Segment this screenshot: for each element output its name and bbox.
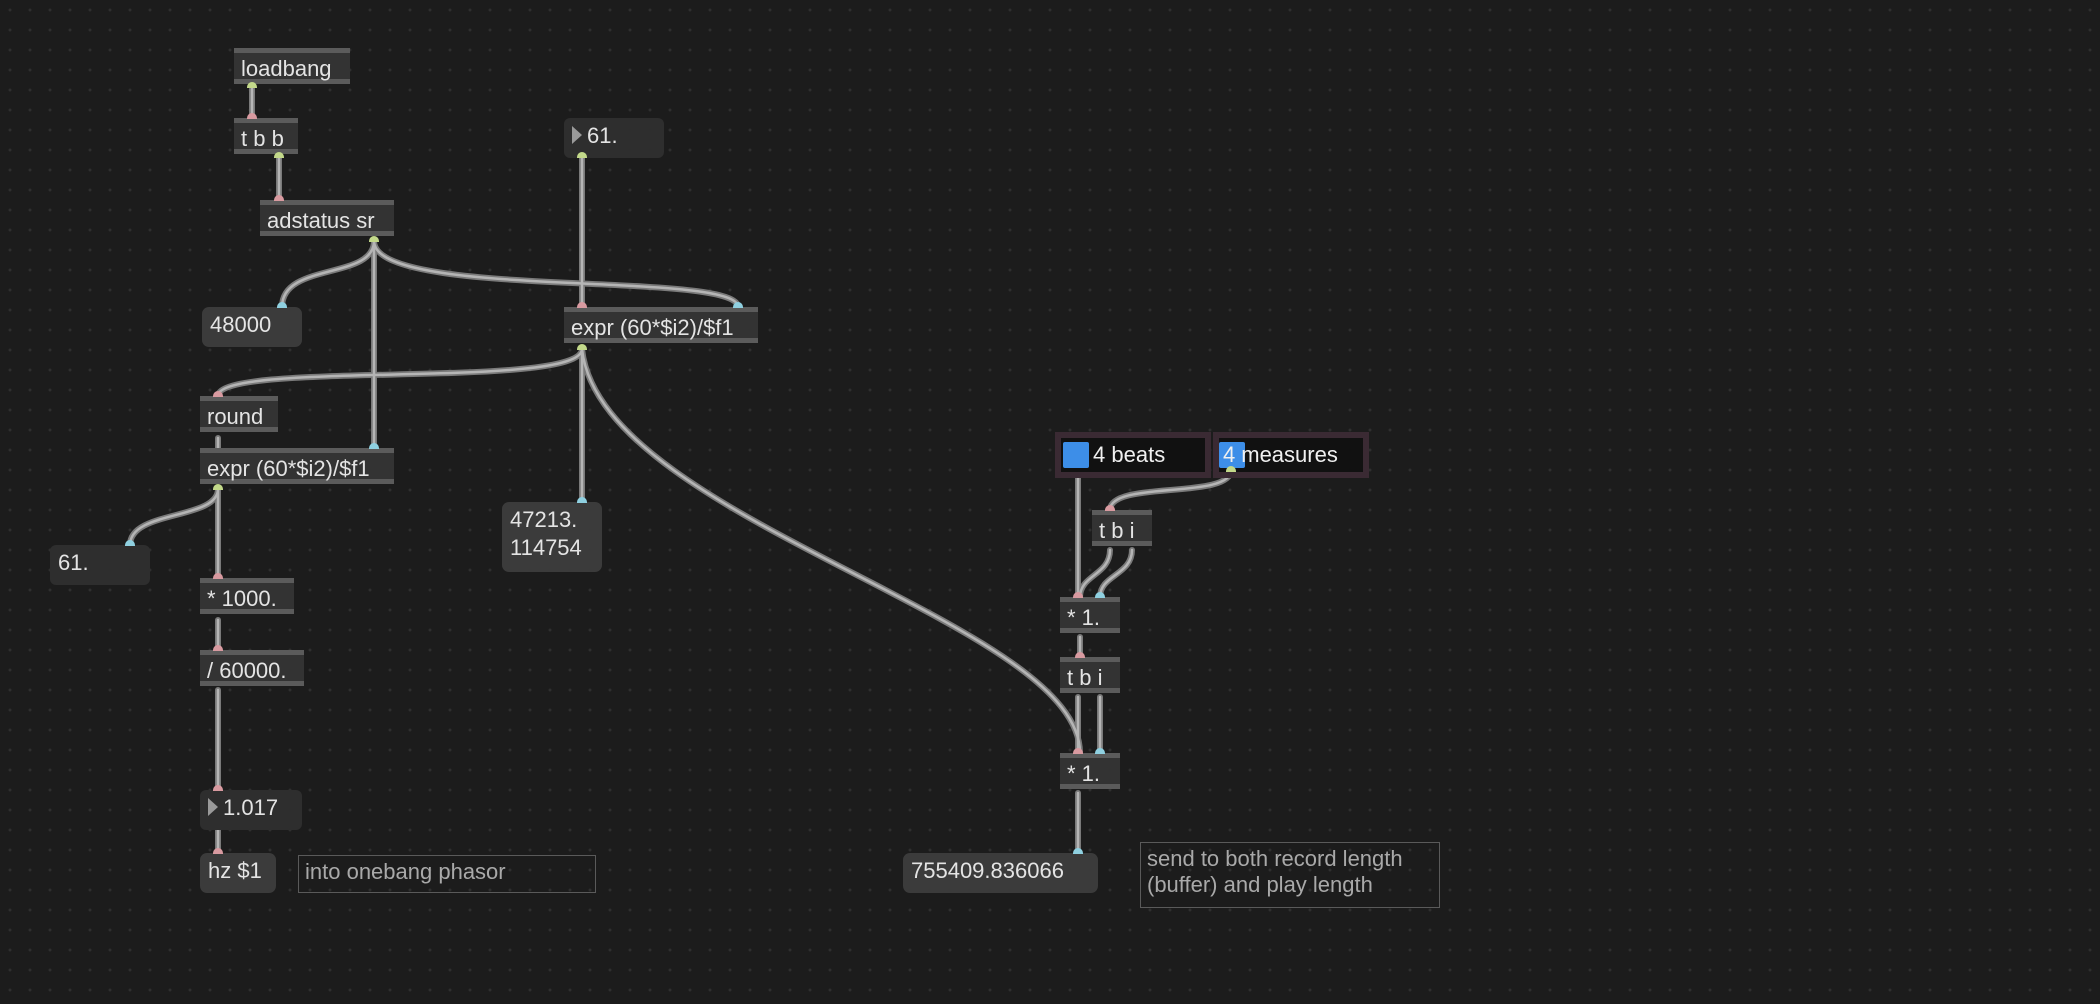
object-expr-bpm-left[interactable]: expr (60*$i2)/$f1 (200, 448, 394, 484)
outlet-port[interactable] (577, 152, 587, 158)
cord-expr-top-mul-bottom (579, 346, 1083, 756)
object-trigger-bb[interactable]: t b b (234, 118, 298, 154)
inlet-port[interactable] (1073, 748, 1083, 754)
outlet-port[interactable] (213, 484, 223, 490)
inlet-port[interactable] (213, 785, 223, 791)
outlet-port[interactable] (247, 82, 257, 88)
object-trigger-bi-top[interactable]: t b i (1092, 510, 1152, 546)
inlet-port[interactable] (1073, 848, 1083, 854)
inlet-port[interactable] (213, 848, 223, 854)
cord-expr-top-round (215, 346, 585, 399)
object-multiply-1000[interactable]: * 1000. (200, 578, 294, 614)
message-total-length[interactable]: 755409.836066 (903, 853, 1098, 893)
outlet-port[interactable] (1226, 466, 1236, 472)
inlet-port[interactable] (274, 195, 284, 201)
outlet-port[interactable] (369, 236, 379, 242)
object-adstatus-sr[interactable]: adstatus sr (260, 200, 394, 236)
toggle-beats[interactable]: 4 beats (1055, 432, 1211, 478)
send-note-line1: send to both record length (1147, 846, 1403, 871)
object-divide-60000[interactable]: / 60000. (200, 650, 304, 686)
message-hz[interactable]: hz $1 (200, 853, 276, 893)
inlet-port[interactable] (1105, 505, 1115, 511)
inlet-port[interactable] (213, 573, 223, 579)
number-bpm-output-value: 61. (58, 550, 89, 575)
number-bpm-input[interactable]: 61. (564, 118, 664, 158)
toggle-measures-checkbox-icon[interactable] (1219, 442, 1245, 468)
outlet-port[interactable] (274, 152, 284, 158)
object-trigger-bi-bottom[interactable]: t b i (1060, 657, 1120, 693)
samples-value-line2: 114754 (510, 535, 582, 560)
inlet-port[interactable] (577, 497, 587, 503)
inlet-port[interactable] (369, 443, 379, 449)
outlet-port[interactable] (577, 344, 587, 350)
inlet-port[interactable] (577, 302, 587, 308)
object-multiply-top[interactable]: * 1. (1060, 597, 1120, 633)
message-samples-value[interactable]: 47213. 114754 (502, 502, 602, 572)
inlet-port[interactable] (1075, 652, 1085, 658)
inlet-port[interactable] (1073, 592, 1083, 598)
toggle-beats-text: 4 beats (1093, 442, 1166, 467)
cord-tbi-mul-top-b (1097, 547, 1135, 600)
toggle-beats-checkbox-icon[interactable] (1063, 442, 1089, 468)
object-multiply-bottom[interactable]: * 1. (1060, 753, 1120, 789)
number-bpm-output[interactable]: 61. (50, 545, 150, 585)
number-hz-value: 1.017 (223, 795, 279, 820)
number-triangle-icon (208, 798, 218, 816)
number-hz[interactable]: 1.017 (200, 790, 302, 830)
cord-expr-left-bpm-out (127, 486, 221, 548)
comment-onebang-phasor: into onebang phasor (298, 855, 596, 893)
number-triangle-icon (572, 126, 582, 144)
cord-tbi-mul-top-a (1077, 547, 1113, 600)
cord-adstatus-48000 (279, 238, 377, 310)
object-expr-bpm-top[interactable]: expr (60*$i2)/$f1 (564, 307, 758, 343)
inlet-port[interactable] (277, 302, 287, 308)
object-round[interactable]: round (200, 396, 278, 432)
number-bpm-input-value: 61. (587, 123, 618, 148)
object-loadbang[interactable]: loadbang (234, 48, 350, 84)
cord-adstatus-expr-top (371, 238, 741, 310)
inlet-port[interactable] (247, 113, 257, 119)
inlet-port[interactable] (213, 391, 223, 397)
inlet-port[interactable] (125, 540, 135, 546)
samples-value-line1: 47213. (510, 507, 578, 532)
inlet-port[interactable] (1095, 748, 1105, 754)
inlet-port[interactable] (213, 645, 223, 651)
message-sample-rate[interactable]: 48000 (202, 307, 302, 347)
comment-send-record-play: send to both record length (buffer) and … (1140, 842, 1440, 908)
inlet-port[interactable] (733, 302, 743, 308)
send-note-line2: (buffer) and play length (1147, 872, 1373, 897)
inlet-port[interactable] (1095, 592, 1105, 598)
